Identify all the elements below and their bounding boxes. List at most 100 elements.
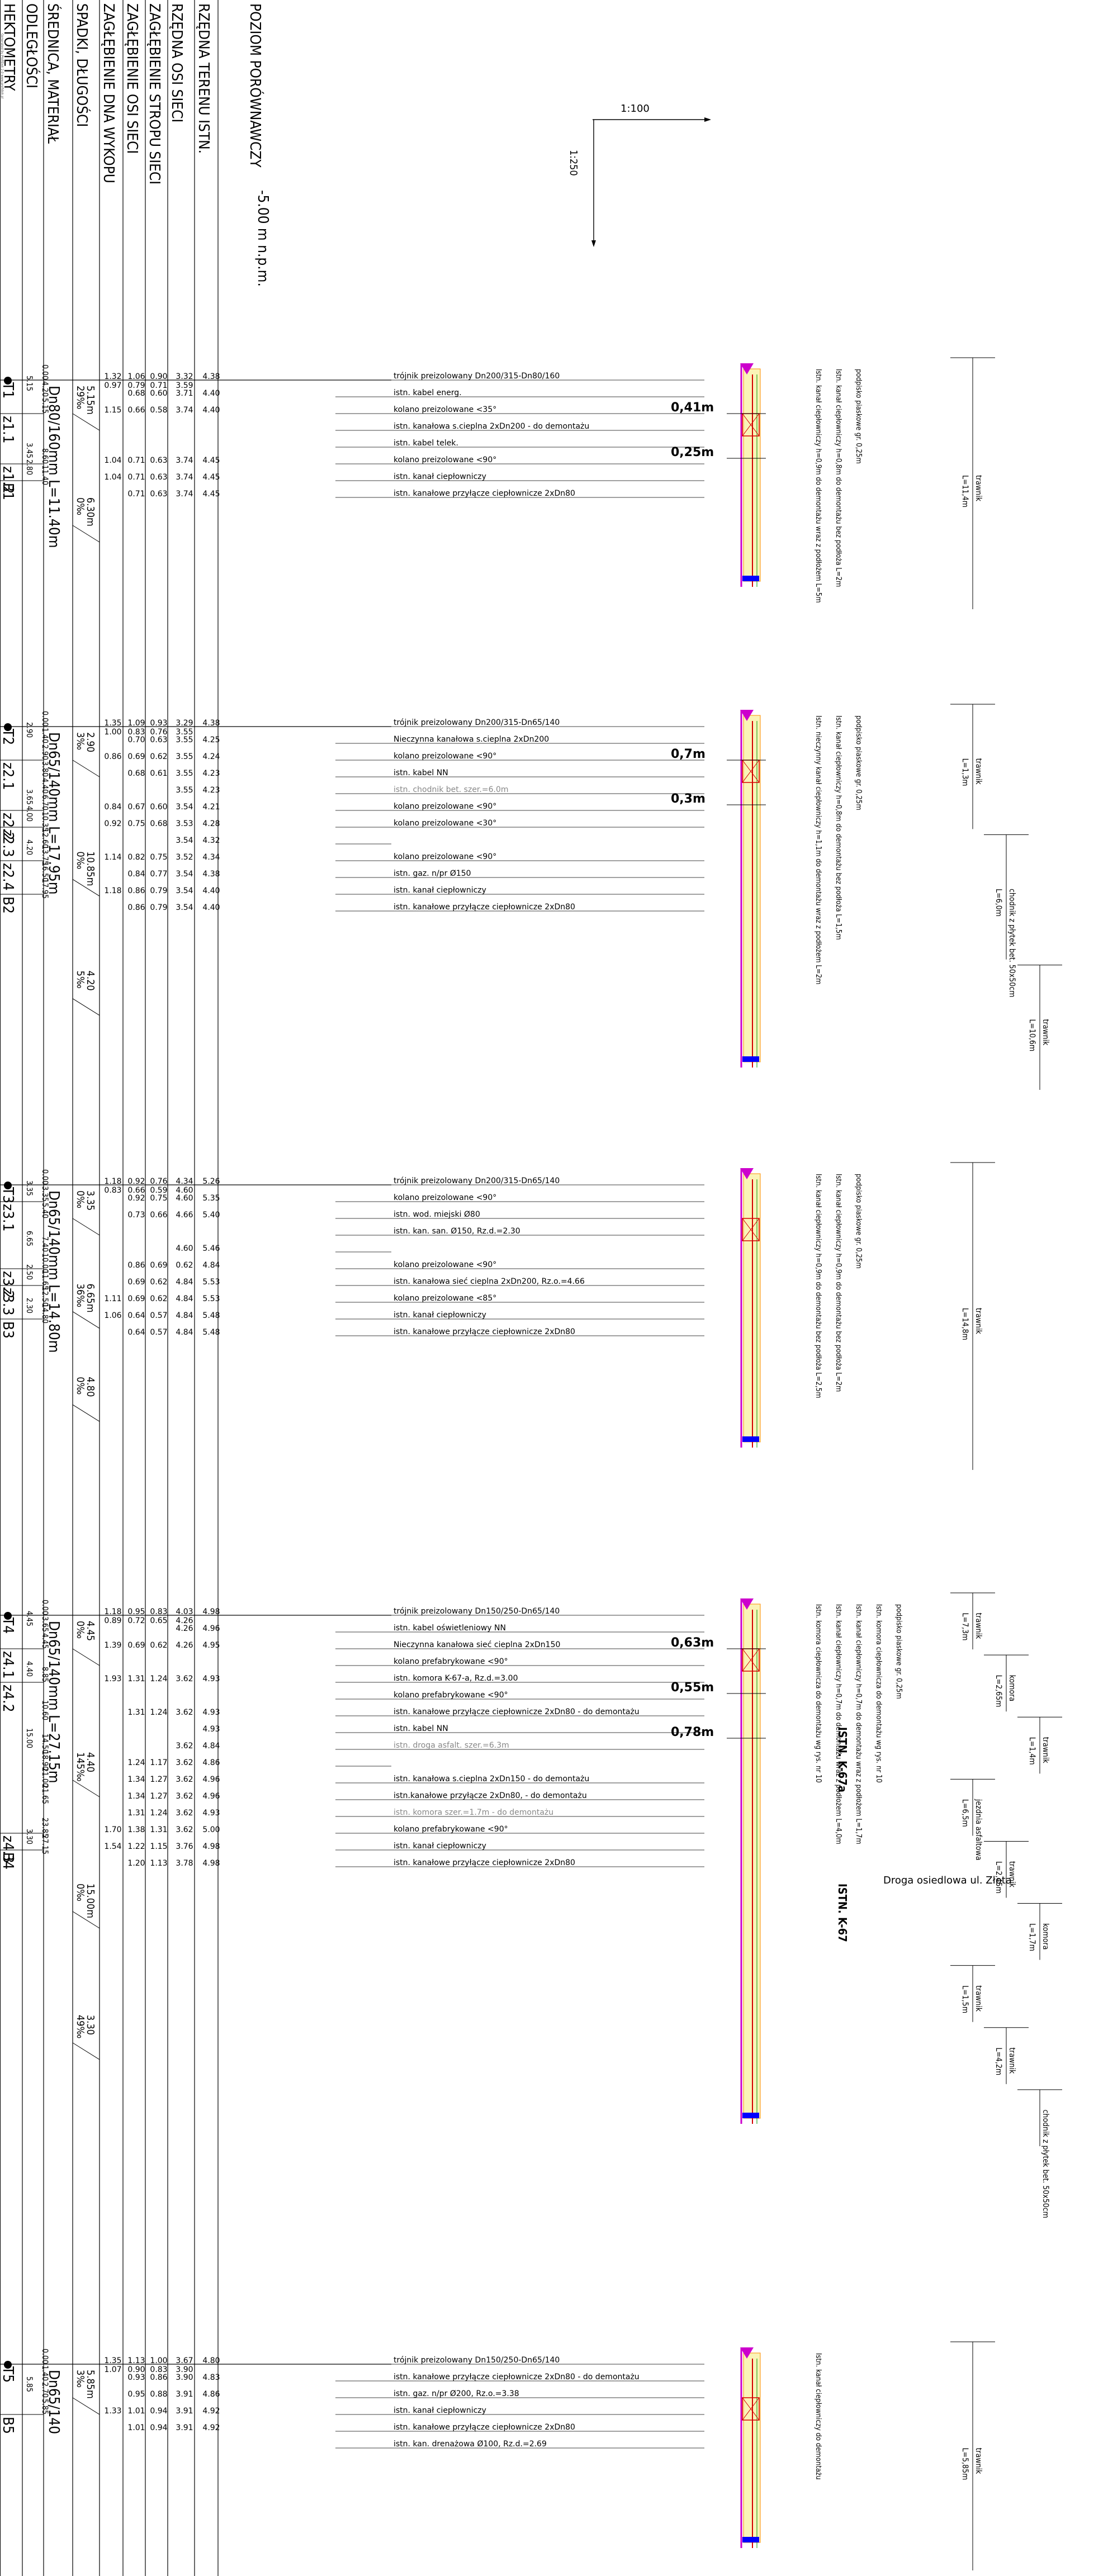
row-value: 0.62: [150, 752, 167, 761]
row-value: 4.98: [202, 1842, 220, 1851]
slope-diag: [72, 2042, 100, 2060]
scale-vertical: 1:250: [567, 150, 579, 176]
distance: 11.65: [40, 1270, 49, 1290]
slope-length: 4.45: [84, 1621, 96, 1641]
row-value: 3.62: [176, 1809, 193, 1818]
row-value: 4.24: [202, 752, 220, 761]
demolition-note: podpisko piaskowe gr. 0,25m: [854, 1174, 863, 1269]
range-length: L=7,3m: [960, 1613, 969, 1641]
slope-diag: [72, 1911, 100, 1929]
row-value: 1.35: [104, 2356, 121, 2365]
node-label: T1: [0, 382, 16, 399]
row-value: 0.76: [150, 728, 167, 737]
row-description: kolano preizolowane <35°: [394, 405, 496, 414]
row-value: 3.76: [176, 1842, 193, 1851]
row-description: istn. komora szer.=1.7m - do demontażu: [394, 1808, 553, 1817]
row-description: istn. kan. san. Ø150, Rz.d.=2.30: [394, 1227, 520, 1236]
row-value: 4.26: [176, 1641, 193, 1650]
distance: 18.90: [40, 1750, 49, 1771]
range-surface: trawnik: [974, 1308, 983, 1335]
row-description: istn. kabel NN: [394, 768, 448, 777]
range-surface: trawnik: [974, 758, 983, 785]
slope-length: 5.85m: [84, 2370, 96, 2399]
row-description: istn. kanał ciepłowniczy: [394, 1842, 486, 1851]
row-value: 3.62: [176, 1674, 193, 1683]
row-value: 3.90: [176, 2365, 193, 2374]
distance: 8.85: [40, 1667, 49, 1682]
distance: 12.50: [40, 1287, 49, 1307]
row-description: istn. kabel oświetleniowy NN: [394, 1624, 506, 1633]
row-value: 1.54: [104, 1842, 121, 1851]
row-value: 4.34: [202, 853, 220, 862]
row-description: kolano preizolowane <90°: [394, 1260, 496, 1269]
row-value: 4.84: [202, 1742, 220, 1750]
slope-length: 6.65m: [84, 1284, 96, 1313]
node-label: z2.1: [0, 762, 16, 790]
row-value: 4.38: [202, 372, 220, 381]
row-value: 4.93: [202, 1674, 220, 1683]
row-label: RZĘDNA TERENU ISTN.: [195, 3, 212, 154]
row-description: kolano prefabrykowane <90°: [394, 1657, 508, 1666]
row-value: 3.62: [176, 1825, 193, 1834]
sub-distance: 3.45: [25, 443, 34, 458]
row-value: 1.09: [127, 719, 145, 728]
sub-distance: 2.80: [25, 459, 34, 475]
distance: 4.45: [40, 1633, 49, 1649]
row-description: istn. kanałowa s.cieplna 2xDn150 - do de…: [394, 1775, 589, 1783]
pipe-spec: Dn65/140: [45, 2370, 62, 2434]
row-value: 0.69: [127, 1278, 145, 1287]
row-value: 3.55: [176, 769, 193, 778]
row-value: 1.18: [104, 1607, 121, 1616]
row-value: 1.00: [104, 728, 121, 737]
row-value: 0.58: [150, 406, 167, 415]
demolition-note: Istn. kanał ciepłowniczy h=0,8m do demon…: [834, 715, 842, 940]
row-value: 1.93: [104, 1674, 121, 1683]
range-length: L=5,85m: [960, 2448, 969, 2480]
row-value: 3.52: [176, 853, 193, 862]
row-description: istn. kanałowe przyłącze ciepłownicze 2x…: [394, 2423, 575, 2432]
slope-length: 4.40: [84, 1752, 96, 1772]
row-value: 0.70: [127, 736, 145, 744]
distance: 5.15: [40, 398, 49, 414]
demolition-note: podpisko piaskowe gr. 0,25m: [854, 369, 863, 464]
row-value: 5.48: [202, 1328, 220, 1337]
row-value: 4.98: [202, 1859, 220, 1868]
sub-distance: 3.35: [25, 1180, 34, 1196]
row-value: 0.95: [127, 1607, 145, 1616]
connection-block: [742, 1436, 759, 1442]
row-value: 3.54: [176, 870, 193, 879]
row-value: 1.22: [127, 1842, 145, 1851]
row-value: 3.62: [176, 1742, 193, 1750]
slope-diag: [72, 1218, 100, 1236]
row-value: 0.79: [127, 381, 145, 390]
slope-diag: [72, 879, 100, 896]
row-value: 1.24: [127, 1758, 145, 1767]
row-value: 0.69: [150, 1261, 167, 1270]
demolition-note: podpisko piaskowe gr. 0,25m: [894, 1604, 903, 1699]
row-value: 0.84: [127, 870, 145, 879]
row-value: 1.01: [127, 2407, 145, 2416]
range-surface: trawnik: [1007, 1861, 1016, 1888]
row-value: 4.40: [202, 886, 220, 895]
slope-diag: [72, 413, 100, 431]
row-value: 0.67: [127, 803, 145, 812]
node-label: z2.2: [0, 813, 16, 840]
row-description: istn. kanał ciepłowniczy: [394, 1311, 486, 1320]
row-description: istn. gaz. n/pr Ø200, Rz.o.=3.38: [394, 2389, 519, 2398]
row-value: 0.83: [104, 1186, 121, 1195]
table-row: istn. kan. drenażowa Ø100, Rz.d.=2.69: [335, 2440, 704, 2449]
slope-length: 10.85m: [84, 851, 96, 886]
footer-credit: Generated by ProfiDok 2.0 www.profidok.p…: [0, 34, 4, 98]
row-description: kolano prefabrykowane <90°: [394, 1825, 508, 1834]
row-value: 0.84: [104, 803, 121, 812]
